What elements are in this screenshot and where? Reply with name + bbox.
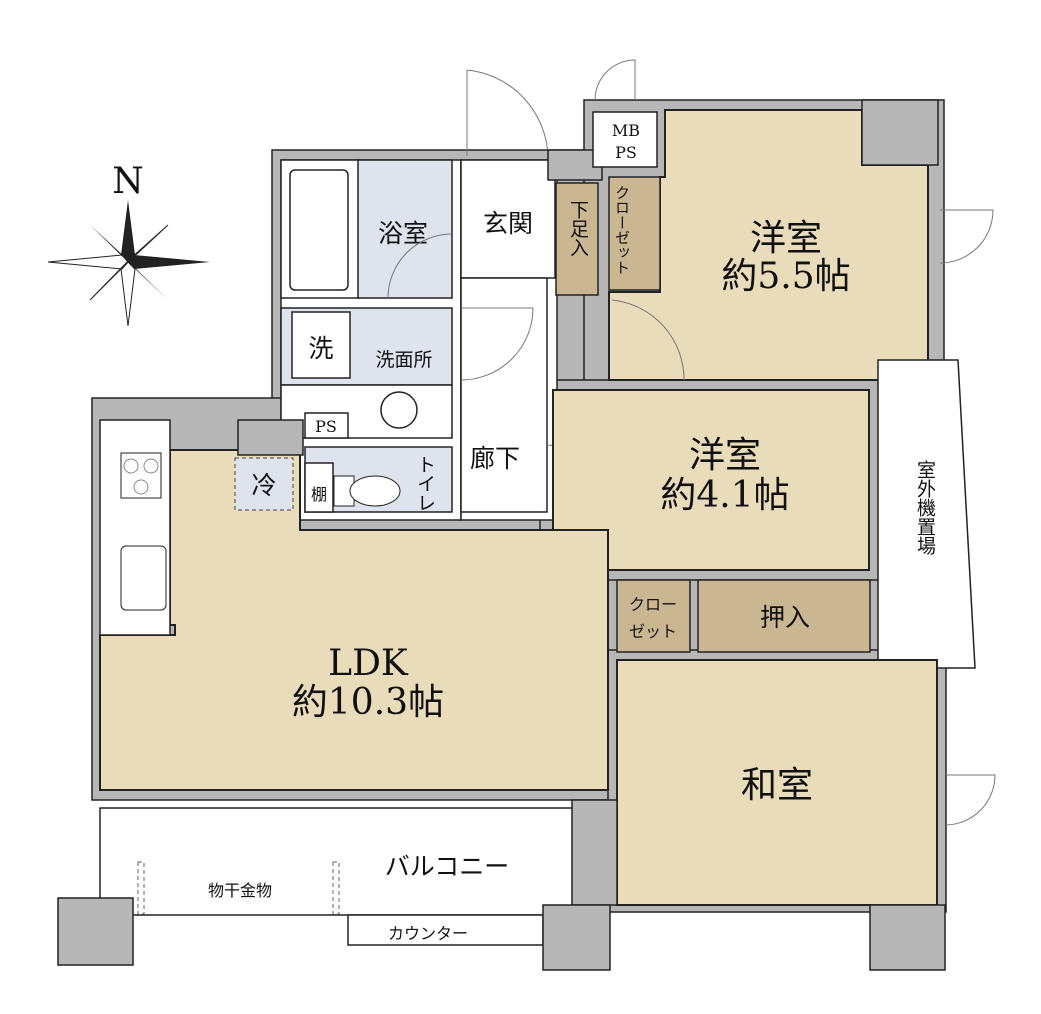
ldk-name: LDK [328,643,409,684]
pipe-space [304,412,349,439]
bathroom [357,159,453,299]
compass-rose-icon: N [47,161,210,327]
entrance [460,159,556,279]
bathtub-icon [289,169,349,291]
western-room-1-size: 約5.5帖 [721,256,850,297]
laundry-hardware-label: 物干金物 [208,881,272,900]
stove-icon [120,452,162,499]
closet-b-label-1: クロー [629,595,677,614]
western-room-2-name: 洋室 [689,435,761,476]
balcony-label: バルコニー [385,852,510,881]
oshiire-closet [697,579,871,653]
ldk-size: 約10.3帖 [292,682,444,723]
counter-label: カウンター [388,924,468,943]
japanese-room [616,659,938,906]
outdoor-unit-space [877,359,976,669]
entrance-label: 玄関 [483,209,533,238]
western-room-1-name: 洋室 [750,218,822,259]
fridge-label: 冷 [251,471,276,500]
shelf [304,462,334,513]
shelf-label: 棚 [311,485,327,504]
washer-box [291,311,351,379]
outdoor-unit-label: 室外機置場 [914,460,936,556]
shoe-closet-label: 下足入 [567,200,589,257]
kitchen-sink-icon [120,545,167,611]
closet-b [616,579,691,653]
mbps-label-2: PS [615,143,637,162]
closet-a [608,176,661,291]
ps-label: PS [315,417,337,436]
hallway-label: 廊下 [470,444,520,473]
balcony [99,807,576,916]
washroom-label: 洗面所 [375,349,432,371]
bathroom-label: 浴室 [378,219,428,248]
meter-box [592,111,658,168]
toilet-label: トイレ [414,455,436,512]
western-room-2-size: 約4.1帖 [660,475,789,516]
closet-b-label-2: ゼット [629,622,677,641]
ldk [99,449,609,791]
japanese-room-label: 和室 [741,765,813,806]
north-label: N [112,161,144,202]
hallway [460,277,548,513]
fridge-space [234,457,294,511]
mbps-label-1: MB [612,121,640,140]
toilet-icon [333,475,401,507]
oshiire-label: 押入 [760,603,810,632]
shoe-closet [555,182,599,296]
sink-icon [380,391,418,429]
closet-a-label: クローゼット [613,185,631,275]
washer-label: 洗 [308,334,333,363]
